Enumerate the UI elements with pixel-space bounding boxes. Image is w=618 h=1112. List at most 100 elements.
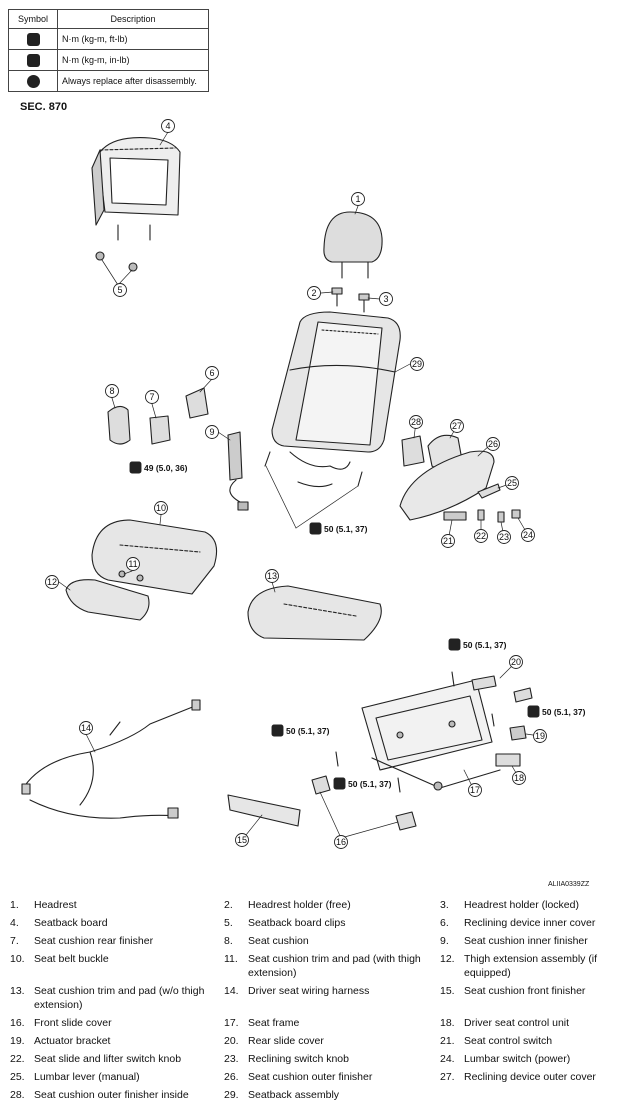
torque-value: 50 (5.1, 37) (463, 640, 507, 650)
torque-value: 50 (5.1, 37) (286, 726, 330, 736)
part-name: Seat cushion outer finisher inside (34, 1089, 189, 1101)
callout-18: 18 (512, 771, 526, 785)
part-number: 19. (10, 1035, 25, 1047)
reclining-inner-cover-part (185, 387, 209, 419)
part-number: 18. (440, 1017, 455, 1029)
part-name: Seat frame (248, 1017, 300, 1029)
torque-icon (333, 777, 346, 790)
callout-number: 9 (209, 427, 214, 437)
part-number: 28. (10, 1089, 25, 1101)
part-number: 3. (440, 899, 449, 911)
callout-26: 26 (486, 437, 500, 451)
part-name: Seat slide and lifter switch knob (34, 1053, 182, 1065)
callout-12: 12 (45, 575, 59, 589)
part-number: 21. (440, 1035, 455, 1047)
driver-seat-wiring-harness-part (21, 699, 201, 819)
callout-21: 21 (441, 534, 455, 548)
torque-value: 50 (5.1, 37) (324, 524, 368, 534)
callout-13: 13 (265, 569, 279, 583)
part-number: 11. (224, 953, 238, 965)
callout-number: 8 (109, 386, 114, 396)
part-number: 8. (224, 935, 233, 947)
torque-icon (448, 638, 461, 651)
part-name: Seat cushion trim and pad (w/o thigh ext… (34, 985, 205, 1011)
part-number: 16. (10, 1017, 25, 1029)
part-name: Reclining device outer cover (464, 1071, 596, 1083)
leader-lines (58, 131, 541, 841)
seat-frame-part (361, 679, 501, 791)
rear-slide-cover-part (471, 675, 497, 691)
part-name: Lumbar lever (manual) (34, 1071, 140, 1083)
torque-spec: 49 (5.0, 36) (129, 461, 188, 474)
seatback-board-part (91, 137, 181, 241)
part-name: Headrest holder (locked) (464, 899, 579, 911)
callout-24: 24 (521, 528, 535, 542)
part-name: Seat cushion (248, 935, 309, 947)
torque-value: 50 (5.1, 37) (348, 779, 392, 789)
front-slide-cover-part (311, 775, 331, 795)
part-name: Front slide cover (34, 1017, 112, 1029)
callout-number: 18 (514, 773, 524, 783)
part-name: Rear slide cover (248, 1035, 324, 1047)
outer-finisher-inside-part (401, 435, 425, 467)
callout-number: 23 (499, 532, 509, 542)
torque-spec: 50 (5.1, 37) (309, 522, 368, 535)
callout-number: 11 (128, 559, 137, 569)
callout-number: 25 (507, 478, 517, 488)
torque-nm-kgm-ftlb-icon (26, 32, 40, 46)
seat-control-switch-part (443, 511, 467, 521)
callout-number: 27 (452, 421, 462, 431)
part-name: Thigh extension assembly (if equipped) (464, 953, 598, 979)
part-name: Lumbar switch (power) (464, 1053, 571, 1065)
callout-number: 26 (488, 439, 498, 449)
reclining-knob-part (497, 511, 505, 523)
callout-number: 20 (511, 657, 521, 667)
part-name: Seatback board clips (248, 917, 346, 929)
part-name: Seat cushion inner finisher (464, 935, 588, 947)
part-number: 9. (440, 935, 449, 947)
rear-finisher-part (149, 415, 171, 445)
callout-9: 9 (205, 425, 219, 439)
torque-spec: 50 (5.1, 37) (271, 724, 330, 737)
callout-27: 27 (450, 419, 464, 433)
part-number: 15. (440, 985, 455, 997)
part-number: 12. (440, 953, 455, 965)
part-number: 4. (10, 917, 19, 929)
seat-exploded-diagram: 1234567891011121314151617181920212223242… (21, 119, 586, 849)
reference-code: ALIIA0339ZZ (548, 881, 590, 888)
part-number: 2. (224, 899, 233, 911)
callout-17: 17 (468, 783, 482, 797)
part-number: 10. (10, 953, 25, 965)
section-label: SEC. 870 (20, 101, 68, 113)
part-number: 13. (10, 985, 25, 997)
thigh-extension-part (65, 579, 150, 621)
callout-11: 11 (126, 557, 140, 571)
part-number: 17. (224, 1017, 239, 1029)
torque-icon (309, 522, 322, 535)
legend-row: Always replace after disassembly. (8, 70, 209, 92)
callout-number: 19 (535, 731, 545, 741)
part-name: Reclining device inner cover (464, 917, 596, 929)
slide-lifter-knob-part (477, 509, 485, 521)
callout-number: 17 (470, 785, 480, 795)
callout-number: 2 (311, 288, 316, 298)
callout-number: 15 (237, 835, 247, 845)
torque-group: 49 (5.0, 36) 50 (5.1, 37) 50 (5.1, 37) 50 (… (129, 461, 586, 790)
callout-6: 6 (205, 366, 219, 380)
torque-icon (129, 461, 142, 474)
part-number: 6. (440, 917, 449, 929)
part-number: 29. (224, 1089, 239, 1101)
cushion-outer-finisher-part (399, 450, 495, 521)
part-number: 22. (10, 1053, 25, 1065)
callout-number: 16 (336, 837, 346, 847)
part-name: Seat cushion trim and pad (with thigh ex… (248, 953, 421, 979)
headrest-part (323, 211, 383, 279)
symbol-legend-table: Symbol Description N·m (kg-m, ft-lb) N·m… (8, 9, 209, 92)
seat-belt-buckle-part (227, 431, 249, 511)
torque-spec: 50 (5.1, 37) (448, 638, 507, 651)
legend-header-symbol: Symbol (8, 9, 58, 29)
wire-harness-small (289, 451, 351, 470)
part-name: Seatback board (34, 917, 108, 929)
part-name: Headrest (34, 899, 77, 911)
